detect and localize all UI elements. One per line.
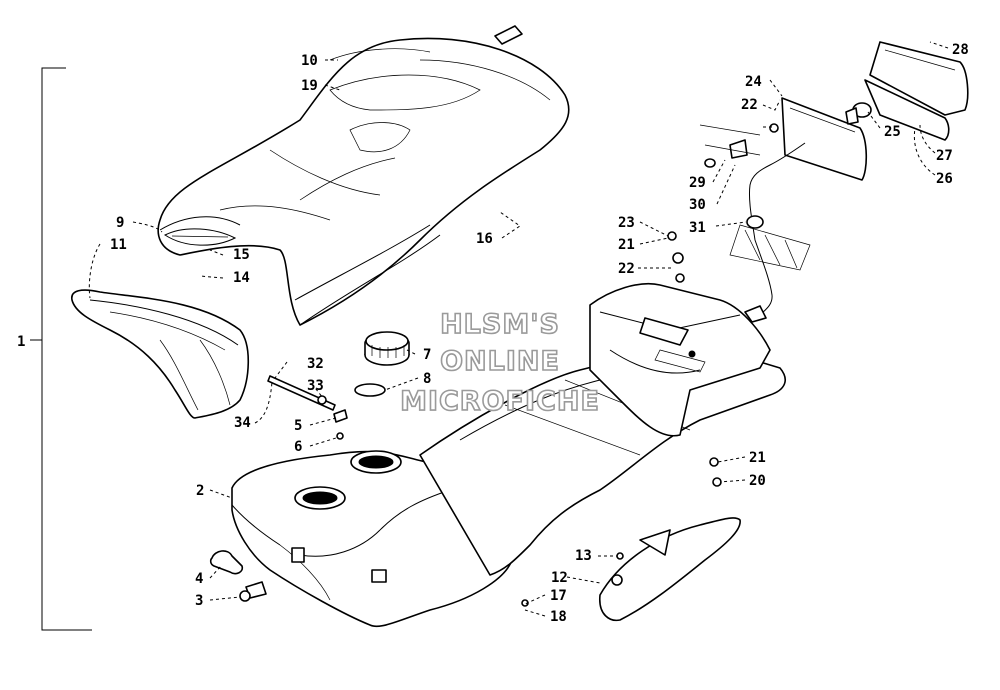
callout-25: 25 xyxy=(884,124,901,140)
callout-34: 34 xyxy=(234,415,251,431)
callout-8: 8 xyxy=(423,371,431,387)
callout-3: 3 xyxy=(195,593,203,609)
callout-12: 12 xyxy=(551,570,568,586)
callout-2: 2 xyxy=(196,483,204,499)
seat-part xyxy=(157,25,570,326)
callout-labels: 1 2 3 4 5 6 7 8 9 10 11 12 13 14 15 16 1… xyxy=(17,42,969,625)
watermark-line-1: HLSM'S xyxy=(440,309,560,340)
callout-9: 9 xyxy=(116,215,124,231)
fuel-cap-gasket-part xyxy=(354,383,386,397)
callout-27: 27 xyxy=(936,148,953,164)
seat-cover-part xyxy=(163,228,237,246)
fuel-cap-part xyxy=(364,331,410,366)
tail-light-bulb-part xyxy=(845,102,872,125)
callout-22-top: 22 xyxy=(618,261,635,277)
callout-31: 31 xyxy=(689,220,706,236)
callout-23: 23 xyxy=(618,215,635,231)
rear-bracket-part xyxy=(599,517,741,622)
callout-21-rear: 21 xyxy=(749,450,766,466)
callout-30: 30 xyxy=(689,197,706,213)
callout-32: 32 xyxy=(307,356,324,372)
callout-21-top: 21 xyxy=(618,237,635,253)
tunnel-cover-part xyxy=(419,282,786,576)
callout-29: 29 xyxy=(689,175,706,191)
callout-5: 5 xyxy=(294,418,302,434)
callout-17: 17 xyxy=(550,588,567,604)
screw-part xyxy=(333,123,779,607)
callout-19: 19 xyxy=(301,78,318,94)
callout-26: 26 xyxy=(936,171,953,187)
drain-clamp-part xyxy=(209,550,244,575)
watermark: HLSM'S ONLINE MICROFICHE xyxy=(399,308,600,418)
callout-15: 15 xyxy=(233,247,250,263)
fuel-line-part xyxy=(267,375,336,411)
callout-20: 20 xyxy=(749,473,766,489)
seat-side-panel-part xyxy=(71,289,250,419)
callout-24: 24 xyxy=(745,74,762,90)
watermark-line-3: MICROFICHE xyxy=(400,386,600,417)
mounting-bracket-part xyxy=(729,224,811,271)
tail-light-housing-part xyxy=(864,41,969,141)
callout-16: 16 xyxy=(476,231,493,247)
callout-28: 28 xyxy=(952,42,969,58)
callout-13: 13 xyxy=(575,548,592,564)
callout-18: 18 xyxy=(550,609,567,625)
callout-11: 11 xyxy=(110,237,127,253)
watermark-line-2: ONLINE xyxy=(440,346,560,377)
callout-1: 1 xyxy=(17,334,25,350)
leader-lines xyxy=(30,41,949,617)
callout-22-light: 22 xyxy=(741,97,758,113)
tail-light-plate-part xyxy=(781,97,868,181)
tail-light-harness-part xyxy=(699,124,806,323)
callout-4: 4 xyxy=(195,571,203,587)
assembly-bracket xyxy=(41,67,92,631)
callout-14: 14 xyxy=(233,270,250,286)
callout-10: 10 xyxy=(301,53,318,69)
drain-plug-part xyxy=(239,581,267,602)
callout-33: 33 xyxy=(307,378,324,394)
callout-6: 6 xyxy=(294,439,302,455)
callout-7: 7 xyxy=(423,347,431,363)
